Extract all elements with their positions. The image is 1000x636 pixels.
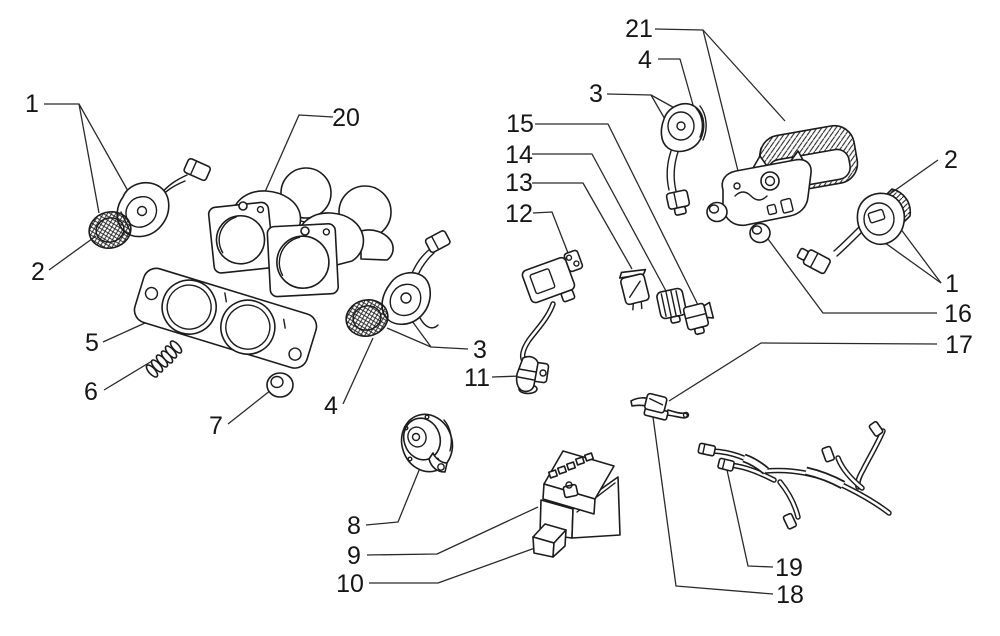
- harness-connector: [868, 420, 884, 437]
- turn-signal-lens-mid: [345, 299, 389, 337]
- rear-turn-signal-left: [660, 103, 707, 216]
- harness-connector: [821, 445, 836, 463]
- relay: [618, 268, 650, 311]
- callout-label-19: 19: [775, 554, 803, 582]
- callout-label-4-rear: 4: [638, 46, 652, 74]
- callout-label-17: 17: [945, 331, 973, 359]
- leader-lines: [44, 28, 942, 595]
- leader-line-8: [365, 462, 423, 526]
- callout-label-9: 9: [347, 542, 361, 570]
- spark-plug-cable: [519, 301, 556, 364]
- leader-line-13: [532, 182, 633, 270]
- tail-light-base: [721, 150, 812, 227]
- callout-label-14: 14: [505, 141, 533, 169]
- turn-signal-connector: [665, 189, 691, 216]
- harness-connector: [717, 457, 735, 472]
- headlight-assembly: [207, 167, 394, 298]
- callout-label-2-front: 2: [31, 258, 45, 286]
- battery: [539, 450, 621, 539]
- callout-label-7: 7: [209, 412, 223, 440]
- callout-label-10: 10: [336, 570, 364, 598]
- leader-line-9: [366, 506, 539, 556]
- leader-line-20: [260, 114, 334, 202]
- leader-line-16: [767, 238, 937, 314]
- rubber-grommet-16b: [749, 222, 771, 244]
- callout-label-1-rear: 1: [945, 270, 959, 298]
- harness-connector: [697, 442, 717, 457]
- front-turn-signal-body-left: [116, 157, 212, 238]
- cdi-unit: [521, 249, 584, 304]
- leader-line-3-mid: [386, 327, 432, 348]
- leader-line-4-rear: [658, 58, 696, 113]
- callout-label-21: 21: [625, 15, 653, 43]
- leader-line-3-rear: [650, 94, 667, 122]
- callout-label-5: 5: [85, 329, 99, 357]
- battery-terminal: [562, 483, 579, 499]
- leader-line-18: [652, 416, 774, 595]
- callout-label-3-mid: 3: [473, 336, 487, 364]
- turn-signal-connector: [424, 230, 451, 254]
- spark-plug-cap: [515, 355, 550, 395]
- leader-line-17: [668, 342, 938, 402]
- leader-line-21: [702, 29, 739, 172]
- leader-line-14: [532, 153, 667, 292]
- turn-signal-connector: [183, 157, 212, 182]
- leader-line-3-rear: [606, 93, 681, 112]
- callout-label-6: 6: [84, 378, 98, 406]
- leader-line-10: [369, 547, 536, 584]
- wire-connector-15: [682, 301, 715, 336]
- callout-label-8: 8: [347, 512, 361, 540]
- leader-line-6: [103, 360, 153, 391]
- leader-line-1-front: [44, 103, 129, 192]
- rubber-grommet-16a: [706, 201, 728, 223]
- callout-label-12: 12: [505, 200, 533, 228]
- fuse-box: [532, 523, 567, 558]
- headlight-bezel-right: [266, 222, 340, 298]
- flasher-relay: [656, 287, 687, 324]
- turn-signal-connector: [796, 247, 831, 275]
- callout-label-4-mid: 4: [324, 392, 338, 420]
- harness-connector: [782, 512, 798, 530]
- leader-line-7: [227, 389, 272, 425]
- front-turn-signal-lens-left: [88, 211, 132, 249]
- callout-label-13: 13: [505, 169, 533, 197]
- rubber-grommet-7: [266, 372, 294, 398]
- callout-label-3-rear: 3: [589, 80, 603, 108]
- rear-turn-signal-right: [796, 188, 912, 275]
- callout-label-11: 11: [464, 364, 490, 392]
- callout-label-15: 15: [506, 110, 534, 138]
- callout-label-16: 16: [944, 300, 972, 328]
- headlight-bezel-left: [207, 201, 275, 274]
- leader-line-2-front: [48, 235, 97, 271]
- callout-label-1-front: 1: [25, 90, 39, 118]
- headlight-gasket: [133, 267, 318, 369]
- callout-label-18: 18: [776, 581, 804, 609]
- horn: [400, 413, 454, 473]
- leader-line-12: [532, 211, 569, 254]
- leader-line-15: [535, 123, 699, 306]
- leader-line-19: [726, 469, 774, 568]
- brake-light-switch: [630, 392, 690, 421]
- leader-line-1-rear: [880, 239, 942, 284]
- callout-label-2-rear: 2: [944, 146, 958, 174]
- leader-line-1-front: [78, 103, 100, 214]
- leader-line-4-mid: [342, 337, 374, 405]
- callout-label-20: 20: [332, 104, 360, 132]
- wiring-harness: [697, 420, 892, 530]
- adjuster-spring: [145, 340, 183, 378]
